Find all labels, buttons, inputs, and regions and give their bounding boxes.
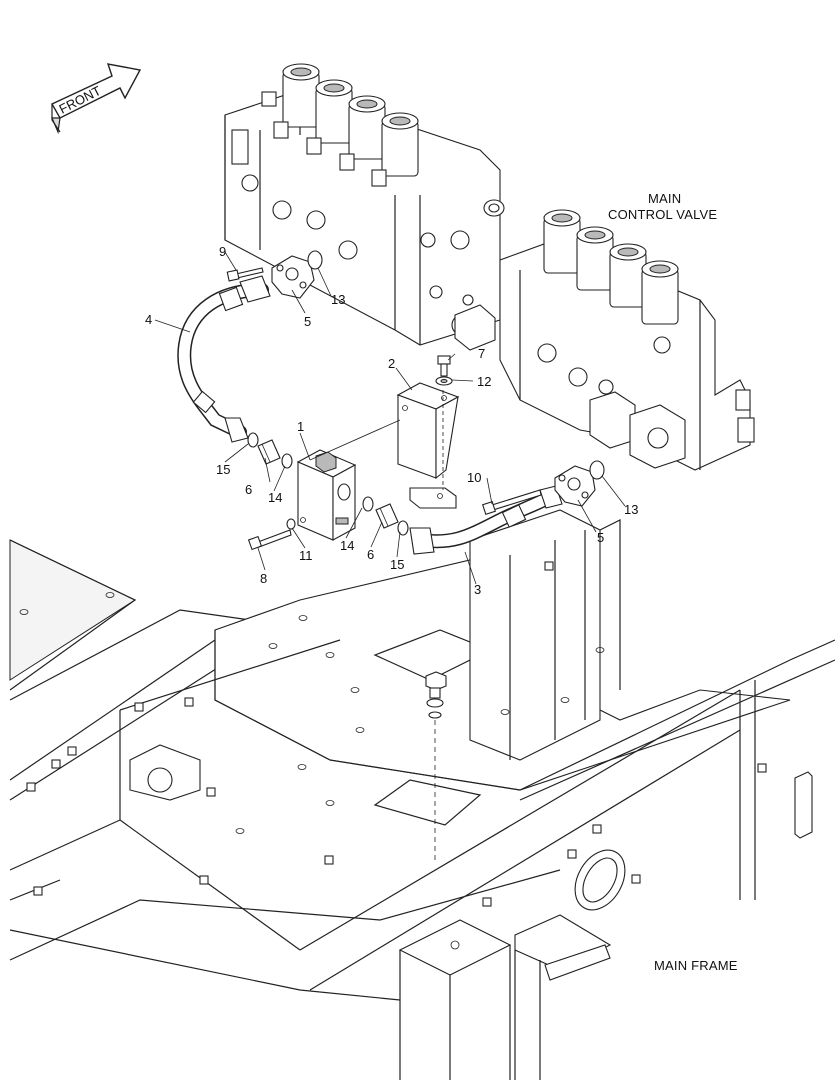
bracket <box>396 382 460 509</box>
front-arrow: FRONT <box>51 63 142 135</box>
main-frame-drawing <box>9 509 835 1080</box>
callout-14b: 14 <box>340 538 354 553</box>
callout-6a: 6 <box>245 482 252 497</box>
callout-8: 8 <box>260 571 267 586</box>
callout-11: 11 <box>299 548 313 563</box>
callout-numbers: 1 2 3 4 5 5 6 6 7 8 9 10 11 12 13 13 14 … <box>145 244 638 597</box>
callout-14a: 14 <box>268 490 282 505</box>
callout-5a: 5 <box>304 314 311 329</box>
main-control-valve-label-line2: CONTROL VALVE <box>608 207 717 222</box>
callout-5b: 5 <box>597 530 604 545</box>
front-arrow-label: FRONT <box>57 83 104 117</box>
leader-lines <box>154 251 626 585</box>
callout-3: 3 <box>474 582 481 597</box>
bolts-and-washers <box>226 267 542 860</box>
callout-12: 12 <box>477 374 491 389</box>
flange-clamps <box>271 255 596 507</box>
callout-9: 9 <box>219 244 226 259</box>
callout-7: 7 <box>478 346 485 361</box>
callout-4: 4 <box>145 312 152 327</box>
callout-10: 10 <box>467 470 481 485</box>
o-rings <box>247 250 605 536</box>
callout-6b: 6 <box>367 547 374 562</box>
callout-2: 2 <box>388 356 395 371</box>
adapters <box>257 439 399 529</box>
main-control-valve-label-line1: MAIN <box>648 191 681 206</box>
callout-13b: 13 <box>624 502 638 517</box>
callout-15b: 15 <box>390 557 404 572</box>
callout-13a: 13 <box>331 292 345 307</box>
valve-block <box>296 449 357 541</box>
callout-15a: 15 <box>216 462 230 477</box>
callout-1: 1 <box>297 419 304 434</box>
main-frame-label: MAIN FRAME <box>654 958 738 973</box>
